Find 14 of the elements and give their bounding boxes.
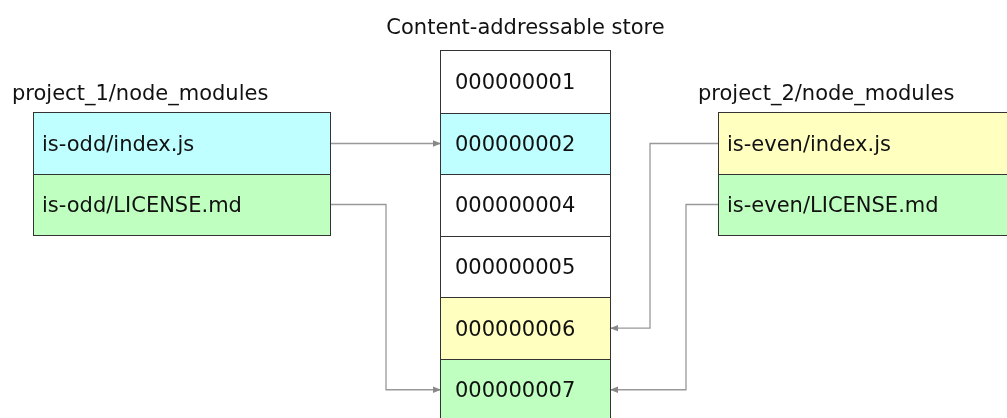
- arrow: [609, 142, 720, 332]
- arrow: [329, 203, 442, 393]
- file-cell: is-even/index.js: [719, 113, 1007, 174]
- arrow: [329, 140, 442, 147]
- panel-heading: project_2/node_modules: [698, 81, 955, 105]
- panel-heading: project_1/node_modules: [12, 81, 269, 105]
- panel-heading: Content-addressable store: [386, 15, 665, 39]
- hash-cell: 000000007: [441, 358, 610, 418]
- file-cell: is-odd/LICENSE.md: [34, 174, 330, 235]
- file-cell: is-odd/index.js: [34, 113, 330, 174]
- file-cell: is-even/LICENSE.md: [719, 174, 1007, 235]
- hash-cell: 000000006: [441, 297, 610, 359]
- hash-cell: 000000002: [441, 112, 610, 175]
- arrow: [609, 203, 720, 393]
